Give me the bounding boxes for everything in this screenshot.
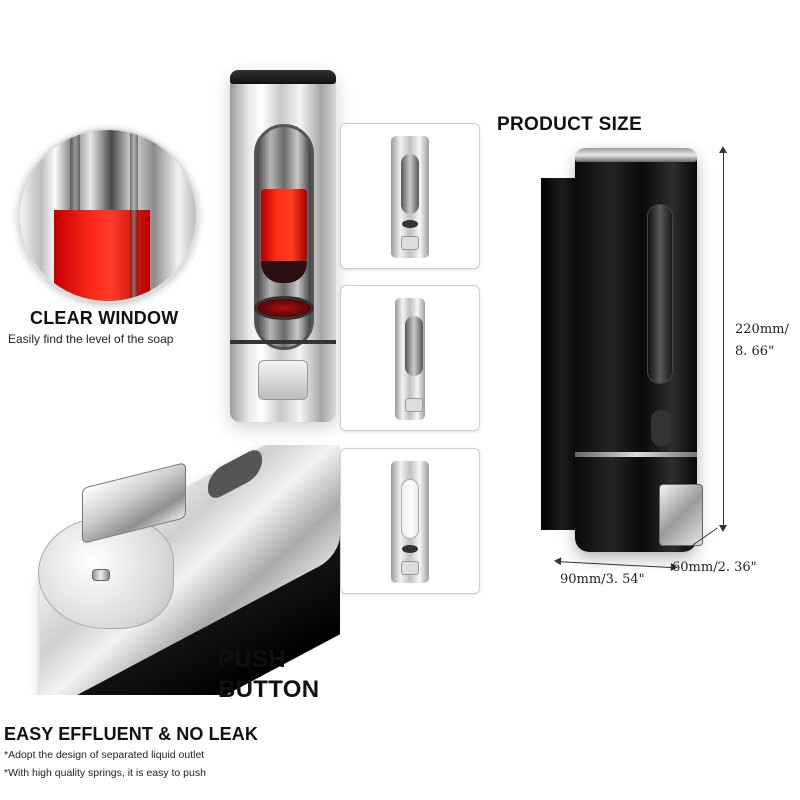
closeup-nozzle	[92, 569, 110, 581]
thumbnail-window	[401, 479, 419, 539]
thumbnail-window	[405, 316, 423, 376]
thumbnail-oval	[402, 220, 418, 228]
black-dispenser-band	[575, 452, 697, 457]
depth-label: 60mm/2. 36"	[672, 560, 757, 575]
width-dimension-line	[555, 561, 676, 569]
thumbnail-open-view	[340, 448, 480, 594]
clear-window-zoom-image	[18, 128, 198, 303]
silver-dispenser-image	[230, 70, 336, 422]
black-dispenser-push-button	[659, 484, 703, 546]
thumbnail-dispenser-side	[395, 298, 425, 420]
thumbnail-dispenser-open	[391, 461, 429, 583]
push-button-title: PUSH BUTTON	[218, 645, 319, 705]
push-button-closeup-image	[30, 445, 340, 695]
easy-effluent-bullet-1: *Adopt the design of separated liquid ou…	[4, 749, 205, 761]
thumbnail-side-view	[340, 285, 480, 431]
easy-effluent-title: EASY EFFLUENT & NO LEAK	[4, 724, 258, 744]
dispenser-liquid-bottom	[261, 261, 307, 283]
easy-effluent-bullet-2: *With high quality springs, it is easy t…	[4, 767, 206, 779]
thumbnail-button	[401, 561, 419, 575]
thumbnail-front-view	[340, 123, 480, 269]
black-dispenser-window	[647, 204, 673, 384]
thumbnail-button	[405, 398, 423, 412]
dispenser-band	[230, 340, 336, 344]
thumbnail-oval	[402, 545, 418, 553]
dispenser-liquid	[261, 189, 307, 275]
clear-window-subtitle: Easily find the level of the soap	[8, 332, 174, 346]
thumbnail-button	[401, 236, 419, 250]
height-in-label: 8. 66"	[735, 344, 775, 359]
clear-window-title: CLEAR WINDOW	[30, 308, 179, 328]
push-button-title-line1: PUSH	[218, 646, 286, 673]
dispenser-oval-window	[254, 296, 314, 320]
height-mm-label: 220mm/	[735, 322, 789, 337]
thumbnail-window	[401, 154, 419, 214]
height-dimension-line	[719, 146, 727, 532]
push-button-title-line2: BUTTON	[218, 676, 320, 703]
black-dispenser-cap	[575, 148, 697, 162]
dispenser-push-button	[258, 360, 308, 400]
black-dispenser-image	[575, 148, 703, 552]
dispenser-cap	[230, 70, 336, 84]
width-label: 90mm/3. 54"	[560, 572, 645, 587]
product-size-title: PRODUCT SIZE	[497, 114, 643, 135]
thumbnail-dispenser	[391, 136, 429, 258]
window-frame-right	[130, 130, 138, 301]
black-dispenser-lower-window	[651, 410, 671, 446]
